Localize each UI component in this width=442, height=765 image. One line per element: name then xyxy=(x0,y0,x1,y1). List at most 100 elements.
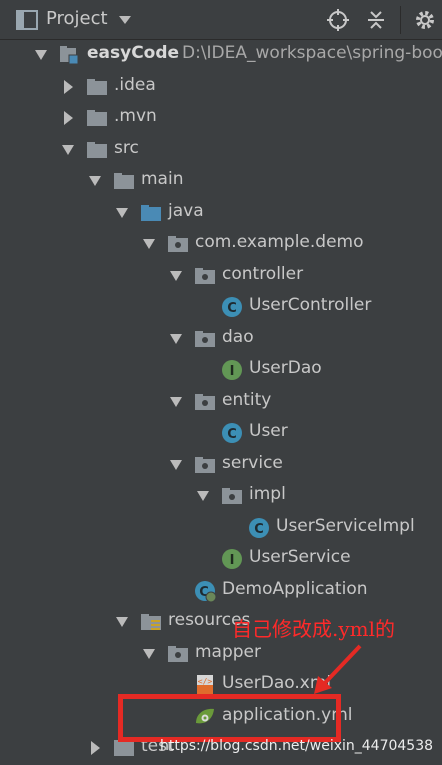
tree-item-java[interactable]: java xyxy=(0,198,442,228)
tree-item-label: DemoApplication xyxy=(222,578,368,599)
tree-item-label: entity xyxy=(222,389,272,410)
source-folder-icon xyxy=(141,204,161,221)
expand-arrow-down-icon[interactable] xyxy=(142,639,156,669)
expand-arrow-right-icon[interactable] xyxy=(61,72,75,102)
expand-arrow-down-icon[interactable] xyxy=(169,324,183,354)
tree-item-resources[interactable]: resources xyxy=(0,607,442,637)
tree-item-label: User xyxy=(249,421,288,441)
tree-item-service[interactable]: service xyxy=(0,450,442,480)
project-view-title[interactable]: Project xyxy=(46,8,108,29)
tree-item-main[interactable]: main xyxy=(0,166,442,196)
tree-item-label: UserDao.xml xyxy=(222,673,332,693)
tree-item-label: impl xyxy=(249,484,286,504)
expand-arrow-down-icon[interactable] xyxy=(196,481,210,511)
tree-item-label: UserServiceImpl xyxy=(276,515,415,536)
yml-file-icon xyxy=(196,708,214,723)
tree-item-label: resources xyxy=(168,610,251,630)
tree-item--mvn[interactable]: .mvn xyxy=(0,103,442,133)
expand-arrow-down-icon[interactable] xyxy=(169,387,183,417)
tree-item-label: service xyxy=(222,452,283,473)
tree-item-application-yml[interactable]: application.yml xyxy=(0,702,442,732)
class-icon: C xyxy=(222,423,242,443)
tree-item-label: application.yml xyxy=(222,704,353,725)
package-icon xyxy=(168,236,188,252)
tree-item-src[interactable]: src xyxy=(0,135,442,165)
class-icon: C xyxy=(222,297,242,317)
tree-item-label: UserController xyxy=(249,295,372,315)
tree-item-label: mapper xyxy=(195,641,262,662)
tree-item-userserviceimpl[interactable]: C UserServiceImpl xyxy=(0,513,442,543)
tree-item-path: D:\IDEA_workspace\spring-boot-t xyxy=(182,43,442,63)
expand-arrow-down-icon[interactable] xyxy=(61,135,75,165)
folder-icon xyxy=(87,78,107,95)
crosshair-icon[interactable] xyxy=(327,9,349,31)
package-icon xyxy=(222,488,242,504)
collapse-icon[interactable] xyxy=(366,9,386,31)
highlight-box xyxy=(118,694,341,742)
expand-arrow-down-icon[interactable] xyxy=(34,40,48,70)
tree-item-com-example-demo[interactable]: com.example.demo xyxy=(0,229,442,259)
tree-item-dao[interactable]: dao xyxy=(0,324,442,354)
expand-arrow-down-icon[interactable] xyxy=(169,450,183,480)
tree-item-usercontroller[interactable]: C UserController xyxy=(0,292,442,322)
triangle-down-icon[interactable] xyxy=(118,15,132,25)
package-icon xyxy=(195,393,215,410)
project-toolbar: Project xyxy=(0,0,442,40)
tree-item-userservice[interactable]: I UserService xyxy=(0,544,442,574)
package-icon xyxy=(168,645,188,662)
svg-text:I: I xyxy=(230,553,235,568)
svg-text:C: C xyxy=(199,585,209,600)
class-icon: C xyxy=(249,517,269,538)
tree-item-label: UserDao xyxy=(249,358,322,378)
annotation-text: 自己修改成.yml的 xyxy=(232,617,396,641)
expand-arrow-down-icon[interactable] xyxy=(115,198,129,228)
tree-item--idea[interactable]: .idea xyxy=(0,72,442,102)
annotation-arrow xyxy=(314,644,362,694)
tree-item-label: src xyxy=(114,137,139,158)
project-view-icon[interactable] xyxy=(16,10,38,30)
tree-item-impl[interactable]: impl xyxy=(0,481,442,511)
tree-item-label: .mvn xyxy=(114,106,157,126)
tree-item-label: java xyxy=(168,200,204,221)
tree-item-entity[interactable]: entity xyxy=(0,387,442,417)
tree-item-userdao-xml[interactable]: </> UserDao.xml xyxy=(0,670,442,700)
module-icon xyxy=(60,46,79,65)
package-icon xyxy=(195,456,215,473)
tree-item-label: UserService xyxy=(249,547,351,567)
watermark: https://blog.csdn.net/weixin_44704538 xyxy=(160,738,434,754)
tree-item-label: main xyxy=(141,169,184,189)
tree-item-user[interactable]: C User xyxy=(0,418,442,448)
folder-icon xyxy=(87,141,107,158)
tree-item-controller[interactable]: controller xyxy=(0,261,442,291)
expand-arrow-down-icon[interactable] xyxy=(169,261,183,291)
package-icon xyxy=(195,330,215,347)
spring-boot-class-icon: C xyxy=(195,580,217,602)
tree-item-mapper[interactable]: mapper xyxy=(0,639,442,669)
svg-text:</>: </> xyxy=(198,677,213,686)
interface-icon: I xyxy=(222,360,242,380)
tree-item-label: .idea xyxy=(114,74,156,95)
tree-item-demoapplication[interactable]: C DemoApplication xyxy=(0,576,442,606)
gear-icon[interactable] xyxy=(414,9,436,31)
tree-item-label: com.example.demo xyxy=(195,232,364,252)
expand-arrow-down-icon[interactable] xyxy=(115,607,129,637)
folder-icon xyxy=(114,173,134,189)
folder-icon xyxy=(87,110,107,126)
toolbar-separator xyxy=(400,6,401,34)
expand-arrow-right-icon[interactable] xyxy=(88,733,102,763)
package-icon xyxy=(195,267,215,284)
tree-item-userdao[interactable]: I UserDao xyxy=(0,355,442,385)
xml-file-icon: </> xyxy=(197,675,213,695)
expand-arrow-down-icon[interactable] xyxy=(142,229,156,259)
expand-arrow-right-icon[interactable] xyxy=(61,103,75,133)
expand-arrow-down-icon[interactable] xyxy=(88,166,102,196)
svg-text:C: C xyxy=(227,301,237,316)
interface-icon: I xyxy=(222,549,242,569)
resources-folder-icon xyxy=(141,614,161,630)
svg-text:C: C xyxy=(254,522,264,537)
svg-text:C: C xyxy=(227,427,237,442)
tree-item-label: controller xyxy=(222,263,304,284)
tree-item-label: easyCode xyxy=(87,43,180,63)
tree-item-label: dao xyxy=(222,326,254,347)
